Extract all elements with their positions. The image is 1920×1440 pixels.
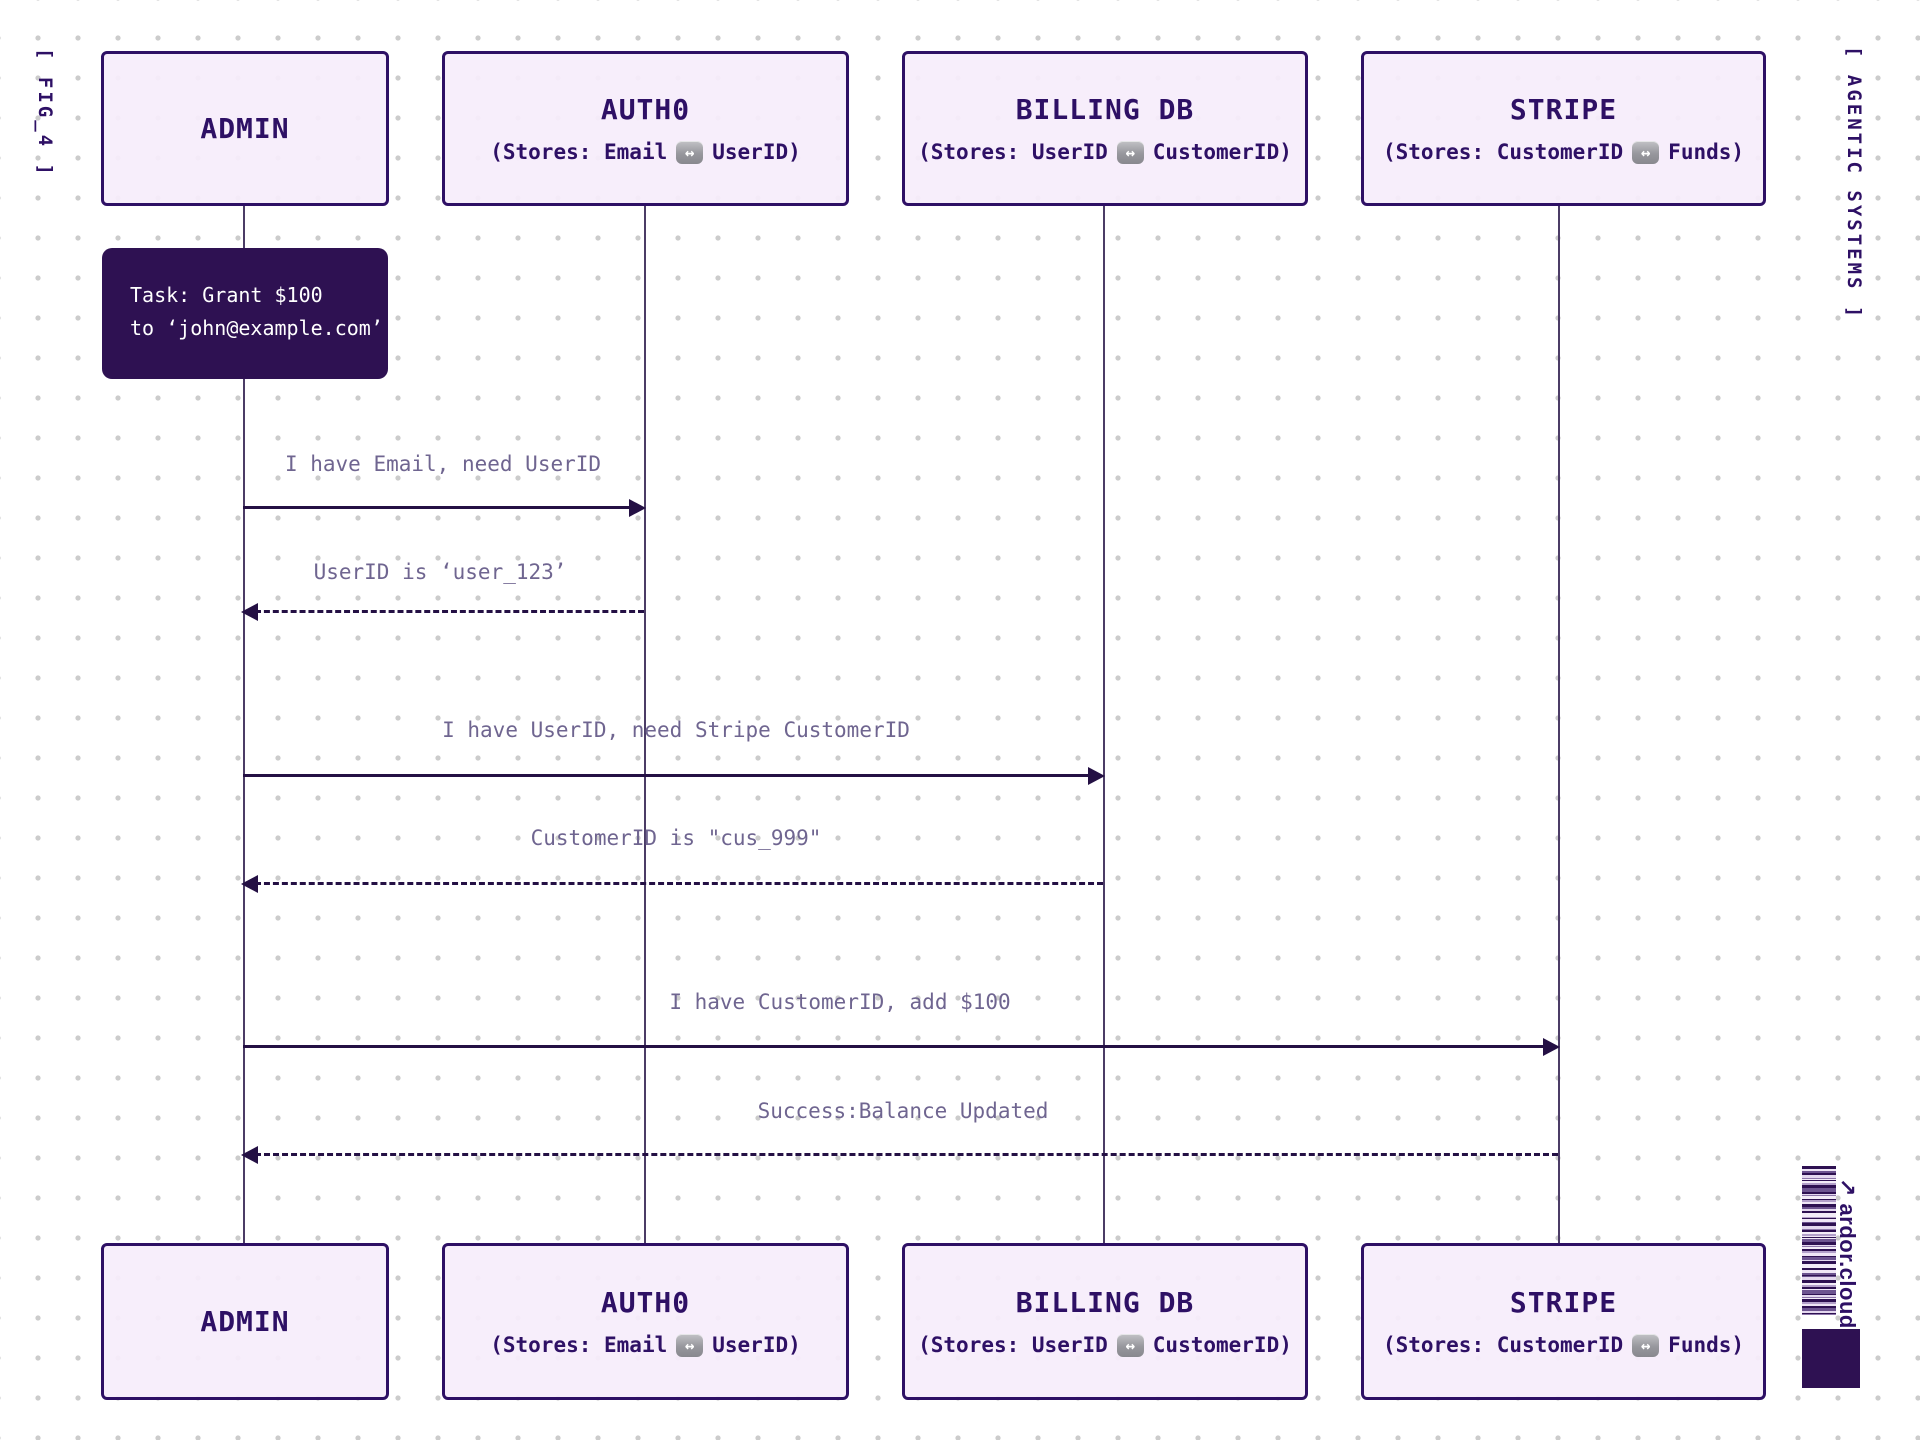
message-arrow-6 <box>241 1146 1558 1164</box>
left-right-arrow-icon: ↔ <box>676 1333 704 1357</box>
store-left: (Stores: CustomerID <box>1382 1333 1624 1357</box>
actor-title: STRIPE <box>1509 93 1618 126</box>
actor-title: AUTH0 <box>600 93 691 126</box>
store-right: UserID) <box>712 140 801 164</box>
message-arrow-4 <box>241 875 1103 893</box>
actor-store-note: (Stores: CustomerID ↔ Funds) <box>1383 1333 1744 1357</box>
lifeline-stripe <box>1558 206 1560 1243</box>
message-label-1: I have Email, need UserID <box>284 452 602 476</box>
actor-store-note: (Stores: UserID ↔ CustomerID) <box>918 1333 1292 1357</box>
actor-title: BILLING DB <box>1015 93 1195 126</box>
actor-box-admin-top: ADMIN <box>101 51 389 206</box>
left-right-arrow-icon: ↔ <box>1632 140 1660 164</box>
agentic-systems-label: [ AGENTIC SYSTEMS ] <box>1843 46 1865 321</box>
arrowhead-right-icon <box>1088 767 1105 785</box>
actor-box-stripe-bottom: STRIPE (Stores: CustomerID ↔ Funds) <box>1361 1243 1766 1400</box>
left-right-arrow-icon: ↔ <box>676 140 704 164</box>
lifeline-auth0 <box>644 206 646 1243</box>
message-label-4: CustomerID is "cus_999" <box>530 826 822 850</box>
arrowhead-left-icon <box>241 875 258 893</box>
message-arrow-2 <box>241 603 644 621</box>
task-line2: to ‘john@example.com’ <box>130 316 383 340</box>
task-line1: Task: Grant $100 <box>130 283 323 307</box>
store-right: CustomerID) <box>1152 140 1292 164</box>
actor-box-auth0-bottom: AUTH0 (Stores: Email ↔ UserID) <box>442 1243 849 1400</box>
actor-store-note: (Stores: Email ↔ UserID) <box>490 1333 801 1357</box>
actor-title: AUTH0 <box>600 1286 691 1319</box>
arrowhead-right-icon <box>1543 1038 1560 1056</box>
left-right-arrow-icon: ↔ <box>1632 1333 1660 1357</box>
arrowhead-right-icon <box>629 499 646 517</box>
store-left: (Stores: UserID <box>918 140 1108 164</box>
message-arrow-3 <box>243 767 1105 785</box>
store-right: Funds) <box>1668 1333 1745 1357</box>
barcode <box>1802 1166 1836 1315</box>
store-right: CustomerID) <box>1152 1333 1292 1357</box>
store-right: Funds) <box>1668 140 1745 164</box>
arrow-line <box>243 506 632 509</box>
store-left: (Stores: Email <box>490 1333 668 1357</box>
actor-title: STRIPE <box>1509 1286 1618 1319</box>
actor-box-billing-db-top: BILLING DB (Stores: UserID ↔ CustomerID) <box>902 51 1308 206</box>
actor-box-stripe-top: STRIPE (Stores: CustomerID ↔ Funds) <box>1361 51 1766 206</box>
message-label-2: UserID is ‘user_123’ <box>313 560 567 584</box>
message-label-3: I have UserID, need Stripe CustomerID <box>442 718 910 742</box>
arrow-line <box>243 774 1091 777</box>
arrow-line <box>255 882 1103 885</box>
message-label-6: Success:Balance Updated <box>757 1099 1049 1123</box>
brand-logo: ↗ ardor.cloud <box>1835 1178 1860 1329</box>
left-right-arrow-icon: ↔ <box>1116 140 1144 164</box>
store-left: (Stores: CustomerID <box>1382 140 1624 164</box>
message-arrow-5 <box>243 1038 1560 1056</box>
store-left: (Stores: UserID <box>918 1333 1108 1357</box>
actor-title: ADMIN <box>200 112 290 145</box>
arrow-line <box>255 610 644 613</box>
actor-box-billing-db-bottom: BILLING DB (Stores: UserID ↔ CustomerID) <box>902 1243 1308 1400</box>
actor-store-note: (Stores: CustomerID ↔ Funds) <box>1383 140 1744 164</box>
task-note: Task: Grant $100 to ‘john@example.com’ <box>102 248 388 379</box>
actor-box-admin-bottom: ADMIN <box>101 1243 389 1400</box>
store-right: UserID) <box>712 1333 801 1357</box>
arrow-line <box>243 1045 1546 1048</box>
figure-label: [ FIG_4 ] <box>34 48 56 178</box>
store-left: (Stores: Email <box>490 140 668 164</box>
left-right-arrow-icon: ↔ <box>1116 1333 1144 1357</box>
actor-store-note: (Stores: UserID ↔ CustomerID) <box>918 140 1292 164</box>
arrowhead-left-icon <box>241 603 258 621</box>
brand-square <box>1802 1329 1860 1388</box>
actor-title: BILLING DB <box>1015 1286 1195 1319</box>
lifeline-billing-db <box>1103 206 1105 1243</box>
message-label-5: I have CustomerID, add $100 <box>669 990 1011 1014</box>
lifeline-admin <box>243 206 245 1243</box>
arrow-line <box>255 1153 1558 1156</box>
arrowhead-left-icon <box>241 1146 258 1164</box>
actor-title: ADMIN <box>200 1305 290 1338</box>
actor-store-note: (Stores: Email ↔ UserID) <box>490 140 801 164</box>
message-arrow-1 <box>243 499 646 517</box>
actor-box-auth0-top: AUTH0 (Stores: Email ↔ UserID) <box>442 51 849 206</box>
